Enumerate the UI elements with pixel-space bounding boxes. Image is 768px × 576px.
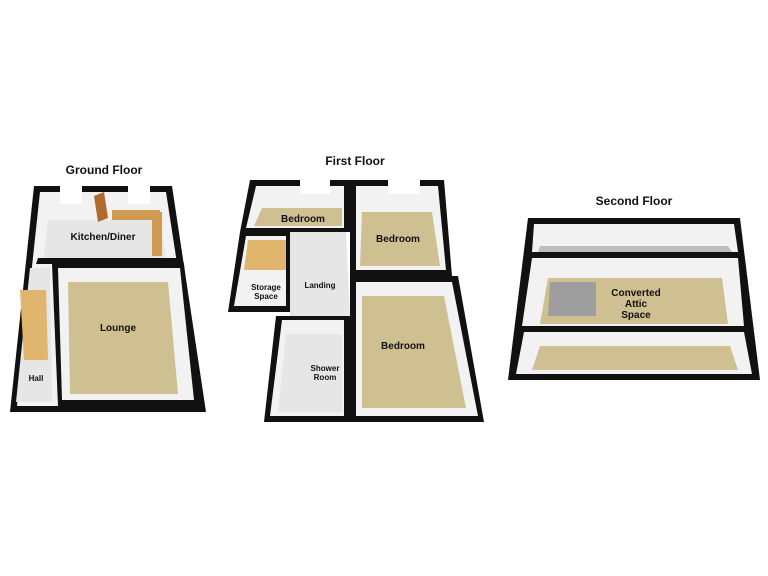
bedroom-top-left-floor	[254, 208, 342, 226]
first-floor-staircase	[244, 240, 286, 270]
bedroom-large-floor	[362, 296, 466, 408]
attic-label-line3: Space	[621, 310, 651, 321]
shower-room-label-line2: Room	[314, 373, 337, 382]
kitchen-door	[94, 192, 108, 222]
attic-label-line1: Converted	[611, 288, 660, 299]
lounge-label: Lounge	[100, 323, 137, 334]
kitchen-diner-label: Kitchen/Diner	[70, 232, 135, 243]
shower-room-label-line1: Shower	[311, 364, 340, 373]
bedroom-top-left-label: Bedroom	[281, 214, 325, 225]
first-floor-title: First Floor	[325, 154, 385, 168]
bedroom-top-right-label: Bedroom	[376, 234, 420, 245]
ground-divider-wall	[36, 258, 184, 264]
bedroom-large-label: Bedroom	[381, 341, 425, 352]
ground-floor-title: Ground Floor	[66, 163, 143, 177]
attic-top-eaves	[532, 224, 738, 252]
kitchen-side-worktop	[152, 212, 162, 256]
ground-floor: Ground Floor Kitchen/Diner Hall Lounge	[10, 163, 206, 412]
landing-floor	[290, 232, 350, 316]
attic-staircase	[548, 282, 596, 316]
attic-label-line2: Attic	[625, 299, 648, 310]
attic-top-eaves-shadow	[538, 246, 732, 252]
kitchen-window-left	[60, 186, 82, 204]
landing-label: Landing	[304, 281, 335, 290]
bedroom-top-right-floor	[360, 212, 440, 266]
storage-label-line2: Space	[254, 292, 278, 301]
bedroom-top-right-window	[388, 180, 420, 194]
bedroom-top-left-window	[300, 180, 330, 194]
hall-staircase	[20, 290, 48, 360]
kitchen-floor	[44, 220, 166, 258]
kitchen-worktop	[112, 210, 160, 220]
attic-bottom-floor	[532, 346, 738, 370]
second-floor-title: Second Floor	[596, 194, 673, 208]
second-floor: Second Floor Converted Attic Space	[508, 194, 760, 380]
shower-room-floor	[278, 334, 342, 412]
lounge-floor	[68, 282, 178, 394]
storage-label-line1: Storage	[251, 283, 281, 292]
first-floor: First Floor Bedroom Storage Space Landin…	[228, 154, 484, 422]
kitchen-window-right	[128, 186, 150, 204]
hall-label: Hall	[29, 374, 44, 383]
